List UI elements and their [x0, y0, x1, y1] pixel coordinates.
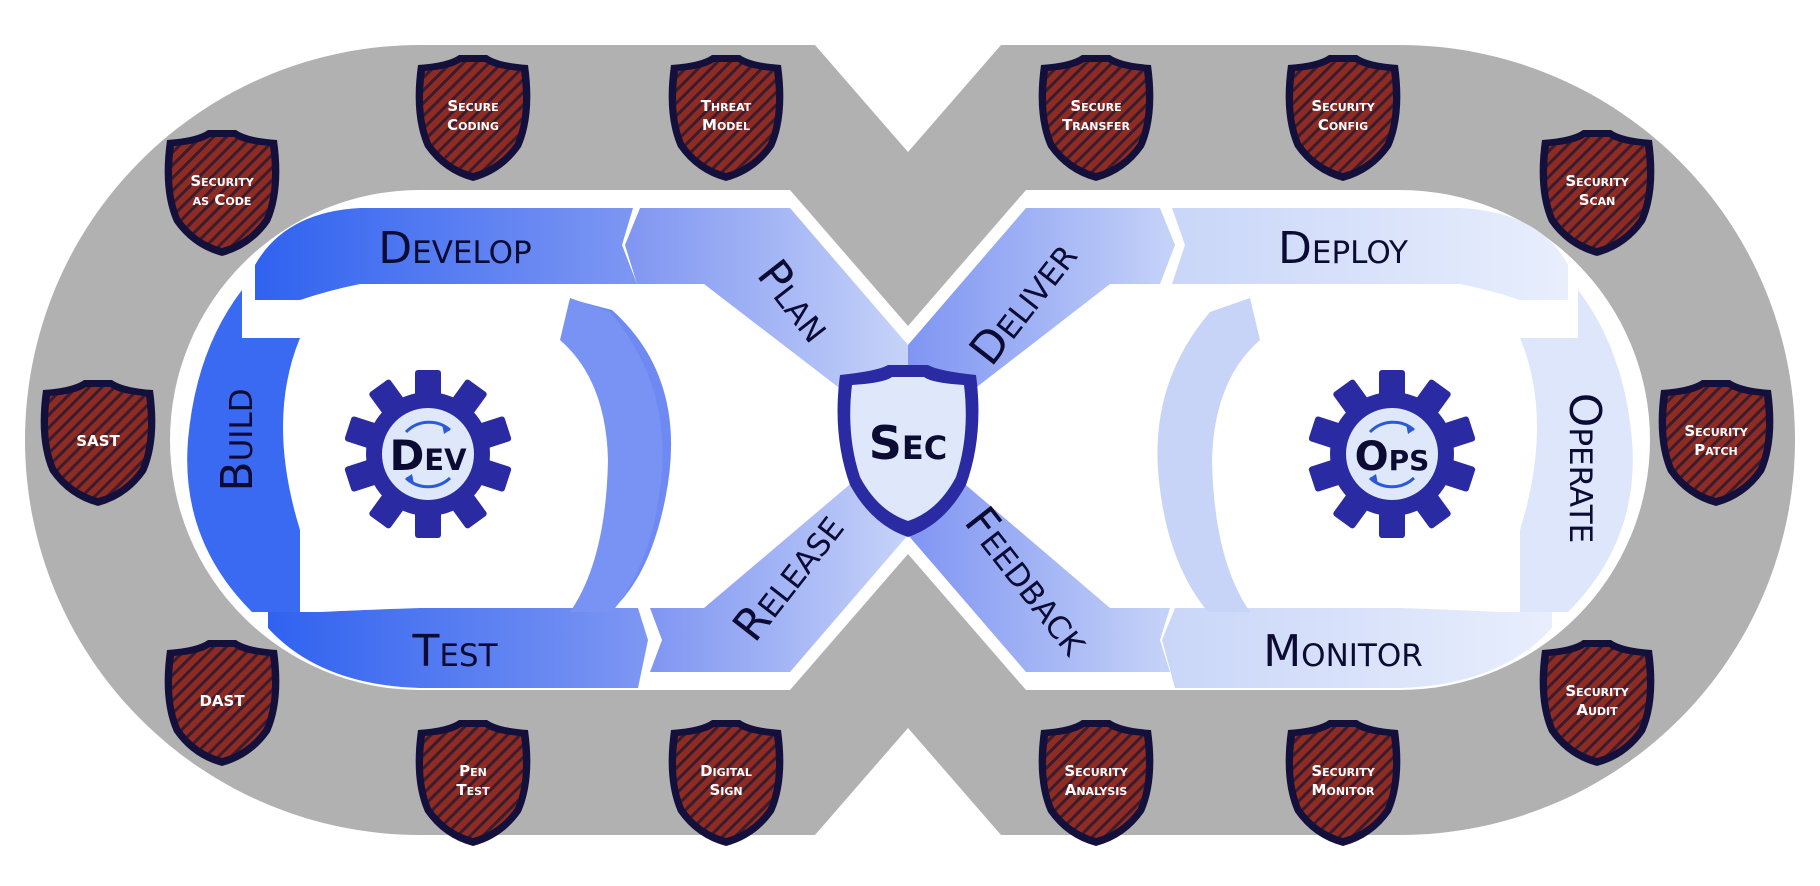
- plan-segment: [625, 208, 908, 400]
- badge-label-line: Audit: [1576, 701, 1618, 719]
- label-build: Build: [212, 388, 263, 491]
- dev-gear: Dev: [344, 370, 512, 538]
- build-segment: [187, 290, 300, 612]
- dev-label: Dev: [389, 431, 467, 480]
- badge-label-line: Secure: [1070, 97, 1121, 115]
- badge-dast: DAST: [164, 640, 280, 766]
- dev-inner-arrow: [560, 298, 663, 612]
- ops-label: Ops: [1355, 434, 1430, 480]
- label-develop: Develop: [378, 223, 532, 274]
- badge-stripes: [1547, 647, 1647, 758]
- badge-stripes: [1547, 137, 1647, 248]
- badge-stripes: [676, 727, 776, 838]
- label-test: Test: [411, 626, 498, 677]
- badge-label-line: Scan: [1579, 191, 1616, 209]
- badge-stripes: [423, 727, 523, 838]
- badge-label-line: Monitor: [1312, 781, 1375, 799]
- badge-label-line: Sign: [709, 781, 742, 799]
- badge-label-line: Pen: [459, 762, 487, 780]
- badge-stripes: [172, 647, 272, 758]
- feedback-segment: [908, 480, 1170, 672]
- badge-stripes: [423, 62, 523, 173]
- badge-label-line: SAST: [76, 432, 120, 450]
- develop-segment: [255, 208, 637, 300]
- badge-label-line: Security: [1311, 97, 1375, 115]
- badge-stripes: [1293, 727, 1393, 838]
- badge-stripes: [172, 137, 272, 248]
- badge-label-line: Security: [1064, 762, 1128, 780]
- test-segment: [268, 608, 648, 688]
- monitor-segment: [1162, 608, 1552, 688]
- badge-label-line: Security: [190, 172, 254, 190]
- badge-label-line: Patch: [1694, 441, 1737, 459]
- operate-segment: [1520, 290, 1633, 612]
- badge-sast: SAST: [40, 380, 156, 506]
- badge-label-line: Security: [1311, 762, 1375, 780]
- badge-stripes: [1666, 387, 1766, 498]
- dev-cycle-arrow-bottom: [404, 476, 452, 489]
- release-segment: [650, 480, 908, 672]
- badge-label-line: Coding: [447, 116, 499, 134]
- sec-shield: Sec: [837, 365, 979, 537]
- badge-label-line: Config: [1318, 116, 1368, 134]
- badge-label-line: Model: [702, 116, 750, 134]
- badge-label-line: Threat: [701, 97, 752, 115]
- badge-label-line: Digital: [700, 762, 752, 780]
- ops-inner-arrow: [1157, 298, 1260, 612]
- badge-stripes: [676, 62, 776, 173]
- badge-label-line: Transfer: [1062, 116, 1130, 134]
- badge-stripes: [1046, 62, 1146, 173]
- deliver-segment: [908, 208, 1175, 400]
- security-badges: SecureCodingThreatModelSecureTransferSec…: [40, 55, 1774, 846]
- label-monitor: Monitor: [1263, 626, 1423, 677]
- sec-shield-inner: [850, 377, 966, 521]
- badge-label-line: Test: [456, 781, 490, 799]
- badge-stripes: [1293, 62, 1393, 173]
- badge-stripes: [1046, 727, 1146, 838]
- badge-label-line: Analysis: [1065, 781, 1128, 799]
- badge-label-line: as Code: [193, 191, 252, 209]
- ops-loop: [1157, 208, 1633, 688]
- deploy-segment: [1172, 208, 1568, 300]
- dev-loop: [187, 208, 672, 688]
- ops-cycle-arrow-bottom: [1368, 476, 1416, 489]
- badge-label-line: Secure: [447, 97, 498, 115]
- sec-label: Sec: [869, 416, 947, 470]
- centre-cross: [625, 208, 1175, 672]
- ops-gear: Ops: [1308, 370, 1476, 538]
- badge-stripes: [48, 387, 148, 498]
- badge-label-line: Security: [1565, 172, 1629, 190]
- label-deploy: Deploy: [1278, 223, 1408, 274]
- badge-label-line: DAST: [199, 692, 245, 710]
- badge-label-line: Security: [1565, 682, 1629, 700]
- badge-label-line: Security: [1684, 422, 1748, 440]
- label-operate: Operate: [1559, 393, 1610, 544]
